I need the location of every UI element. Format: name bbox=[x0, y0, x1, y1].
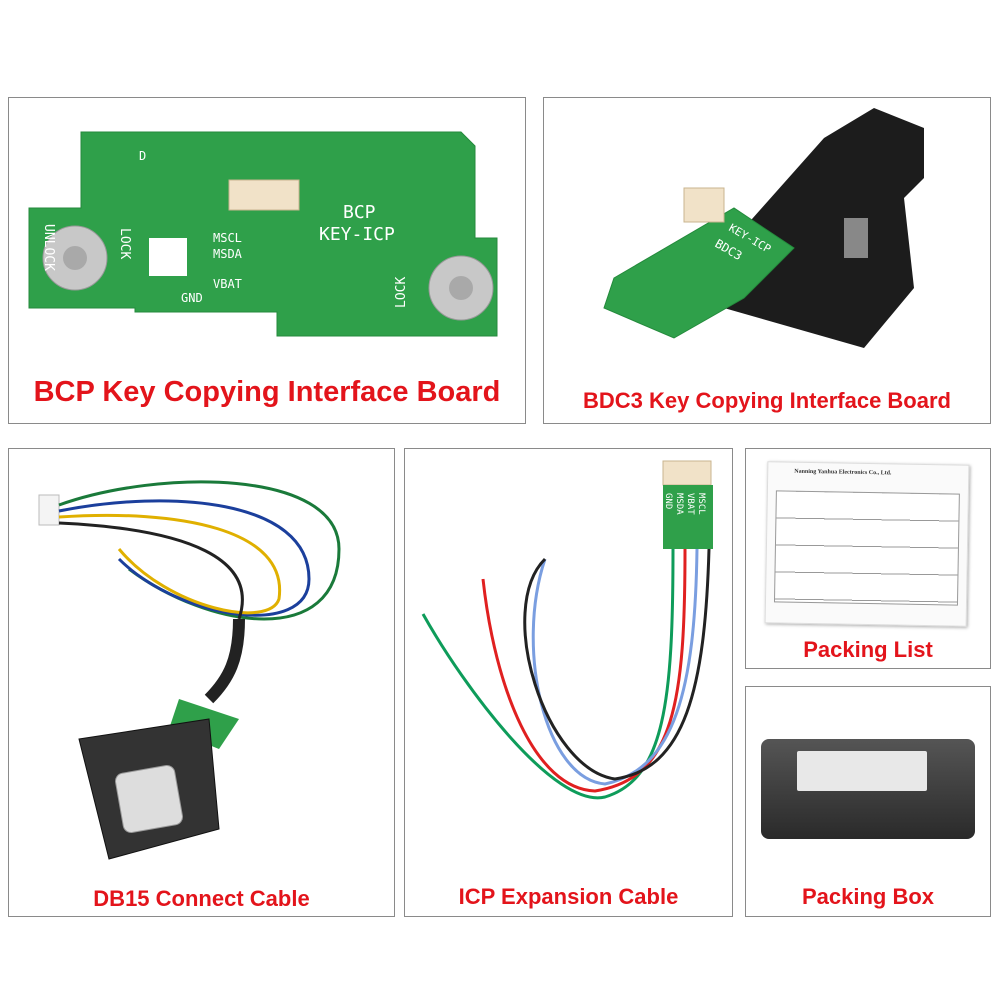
caption-bdc3: BDC3 Key Copying Interface Board bbox=[583, 388, 951, 413]
board-label-bcp: BCP bbox=[343, 202, 376, 223]
box-label bbox=[797, 751, 927, 791]
board-label-d: D bbox=[139, 149, 146, 163]
panel-bdc3-board: BDC3 KEY-ICP BDC3 Key Copying Interface … bbox=[543, 97, 991, 424]
pin-label-msda: MSDA bbox=[674, 493, 684, 515]
packing-box-image bbox=[761, 739, 975, 839]
packing-list-document: Nanning Yanhua Electronics Co., Ltd. bbox=[764, 461, 970, 627]
board-label-unlock: UNLOCK bbox=[41, 224, 56, 271]
pin-label-mscl: MSCL bbox=[696, 493, 706, 515]
panel-bcp-board: BCP KEY-ICP MSCL MSDA VBAT GND LOCK LOCK… bbox=[8, 97, 526, 424]
pin-label-vbat: VBAT bbox=[685, 493, 695, 515]
icp-cable-image: GND MSDA VBAT MSCL bbox=[421, 460, 713, 800]
pin-label-gnd: GND bbox=[663, 493, 673, 509]
caption-packing-list: Packing List bbox=[803, 637, 933, 662]
panel-icp-cable: GND MSDA VBAT MSCL ICP Expansion Cable bbox=[404, 448, 733, 917]
caption-packing-box: Packing Box bbox=[801, 884, 935, 909]
caption-bcp: BCP Key Copying Interface Board bbox=[33, 376, 501, 408]
board-label-key-icp: KEY-ICP bbox=[319, 224, 395, 245]
panel-packing-box: Packing Box bbox=[745, 686, 991, 917]
caption-db15: DB15 Connect Cable bbox=[93, 886, 310, 911]
board-label-lock-2: LOCK bbox=[394, 277, 409, 308]
board-label-lock: LOCK bbox=[117, 228, 132, 259]
document-header: Nanning Yanhua Electronics Co., Ltd. bbox=[794, 468, 892, 477]
document-table bbox=[773, 490, 960, 606]
board-label-vbat: VBAT bbox=[213, 277, 242, 291]
bcp-board-image: BCP KEY-ICP MSCL MSDA VBAT GND LOCK LOCK… bbox=[28, 131, 498, 337]
board-label-gnd: GND bbox=[181, 291, 203, 305]
caption-icp: ICP Expansion Cable bbox=[458, 884, 679, 909]
panel-db15-cable: DB15 Connect Cable bbox=[8, 448, 395, 917]
db15-cable-image bbox=[38, 480, 341, 860]
panel-packing-list: Nanning Yanhua Electronics Co., Ltd. Pac… bbox=[745, 448, 991, 669]
bdc3-board-image: BDC3 KEY-ICP bbox=[603, 108, 924, 348]
board-label-mscl: MSCL bbox=[213, 231, 242, 245]
board-label-msda: MSDA bbox=[213, 247, 243, 261]
